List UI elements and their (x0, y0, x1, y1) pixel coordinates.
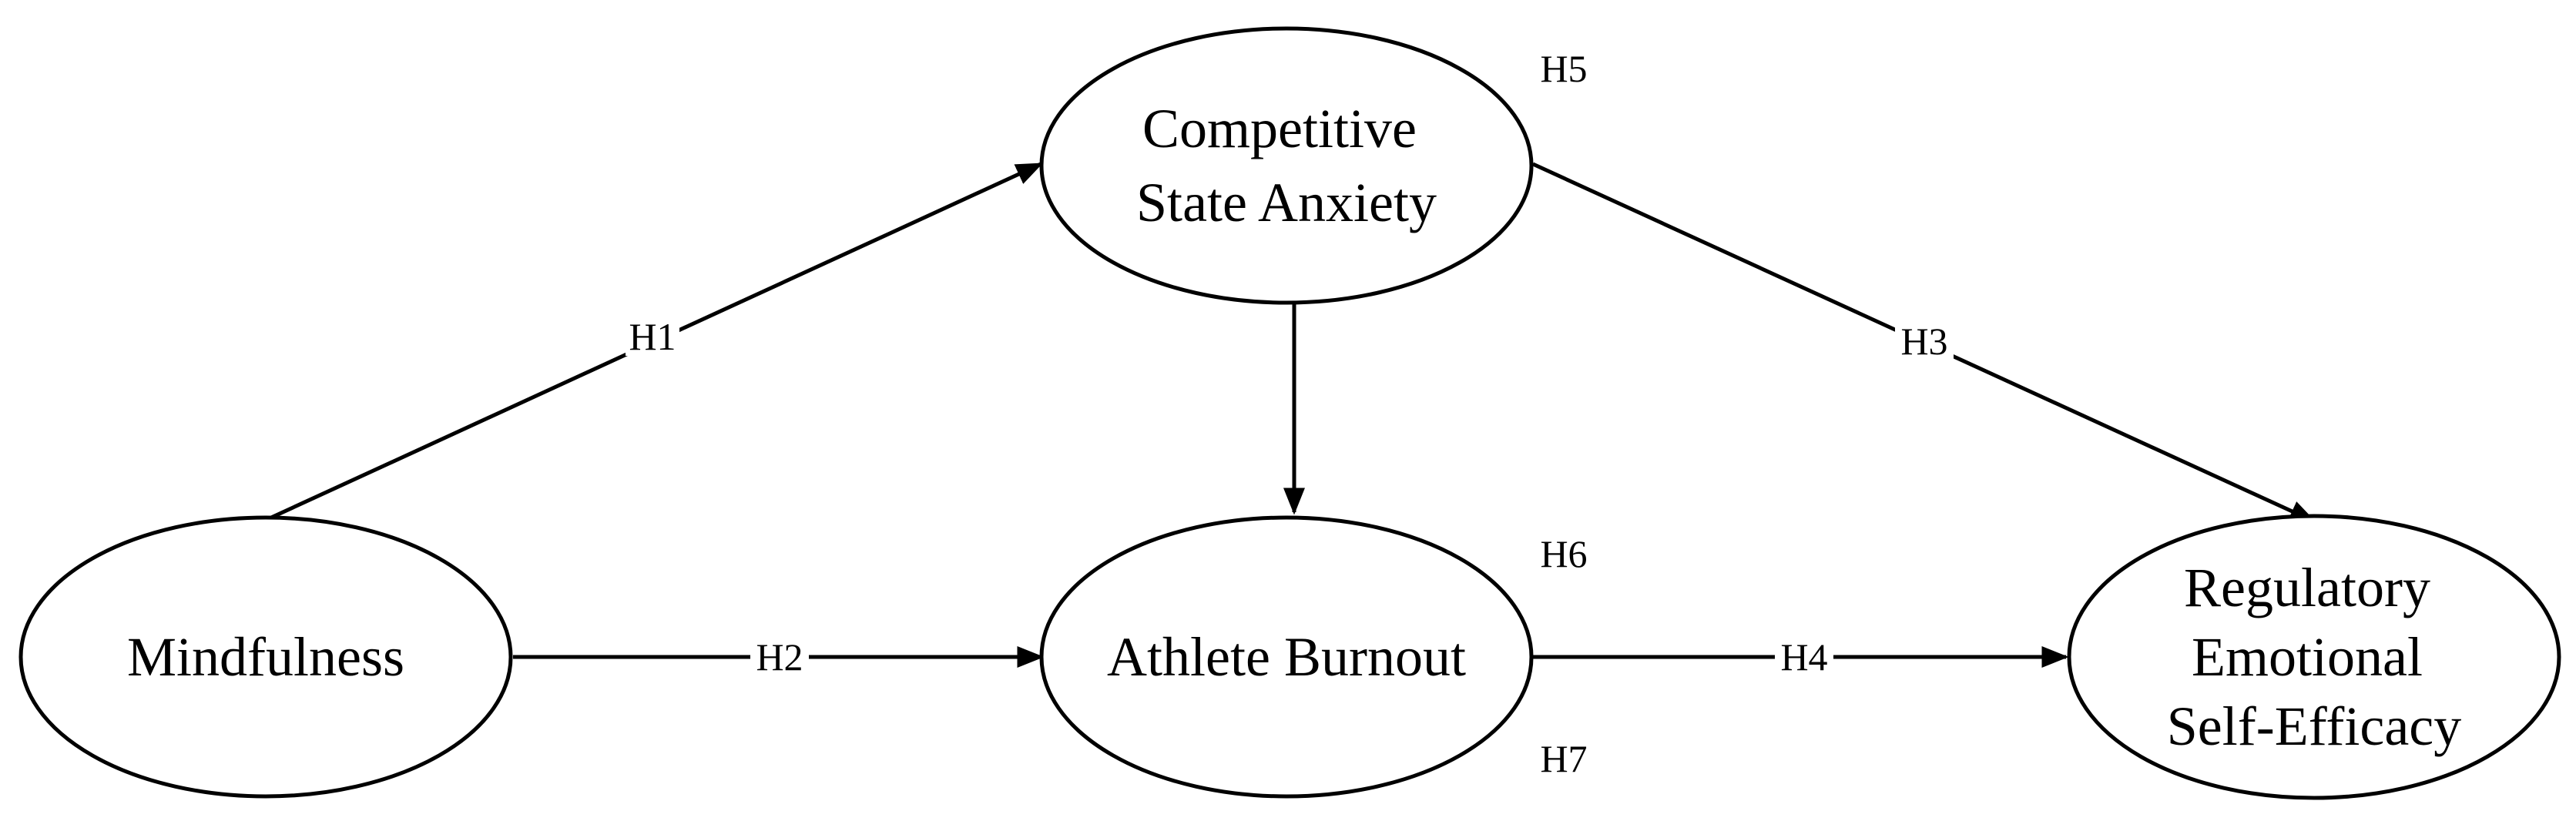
h4-label: H4 (1780, 635, 1827, 679)
node-resef-label-line2: Emotional (2192, 626, 2423, 688)
node-mindfulness: Mindfulness (18, 515, 513, 799)
node-resef-label-line3: Self-Efficacy (2167, 695, 2461, 757)
h5-label: H5 (1540, 47, 1587, 90)
svg-text:Mindfulness: Mindfulness (127, 626, 404, 688)
node-resef-label-line1: Regulatory (2184, 557, 2430, 618)
node-anxiety-label-line2: State Anxiety (1136, 172, 1437, 233)
h3-label: H3 (1900, 320, 1947, 363)
path-label-h4: H4 (1775, 635, 1833, 679)
node-competitive-state-anxiety: Competitive State Anxiety (1039, 26, 1534, 305)
h1-label: H1 (629, 315, 676, 358)
node-mindfulness-label: Mindfulness (127, 626, 404, 688)
side-labels: H5 H6 H7 (1540, 47, 1587, 780)
node-anxiety-label-line1: Competitive (1142, 98, 1417, 159)
node-burnout-label: Athlete Burnout (1107, 626, 1466, 688)
h7-label: H7 (1540, 737, 1587, 780)
svg-text:Regulatory Emotional: Regulatory Emotional Self-Efficacy (2167, 557, 2461, 757)
node-athlete-burnout: Athlete Burnout (1039, 515, 1534, 799)
path-labels: H1 H2 H3 H4 (626, 315, 1954, 679)
svg-text:Competitive State Anxiet: Competitive State Anxiety (1136, 98, 1437, 233)
h6-label: H6 (1540, 532, 1587, 575)
path-label-h3: H3 (1895, 320, 1954, 363)
h2-label: H2 (756, 635, 803, 679)
path-label-h1: H1 (626, 315, 679, 358)
node-regulatory-emotional-self-efficacy: Regulatory Emotional Self-Efficacy (2067, 514, 2561, 800)
svg-text:Athlete Burnout: Athlete Burnout (1107, 626, 1466, 688)
path-label-h2: H2 (750, 635, 809, 679)
